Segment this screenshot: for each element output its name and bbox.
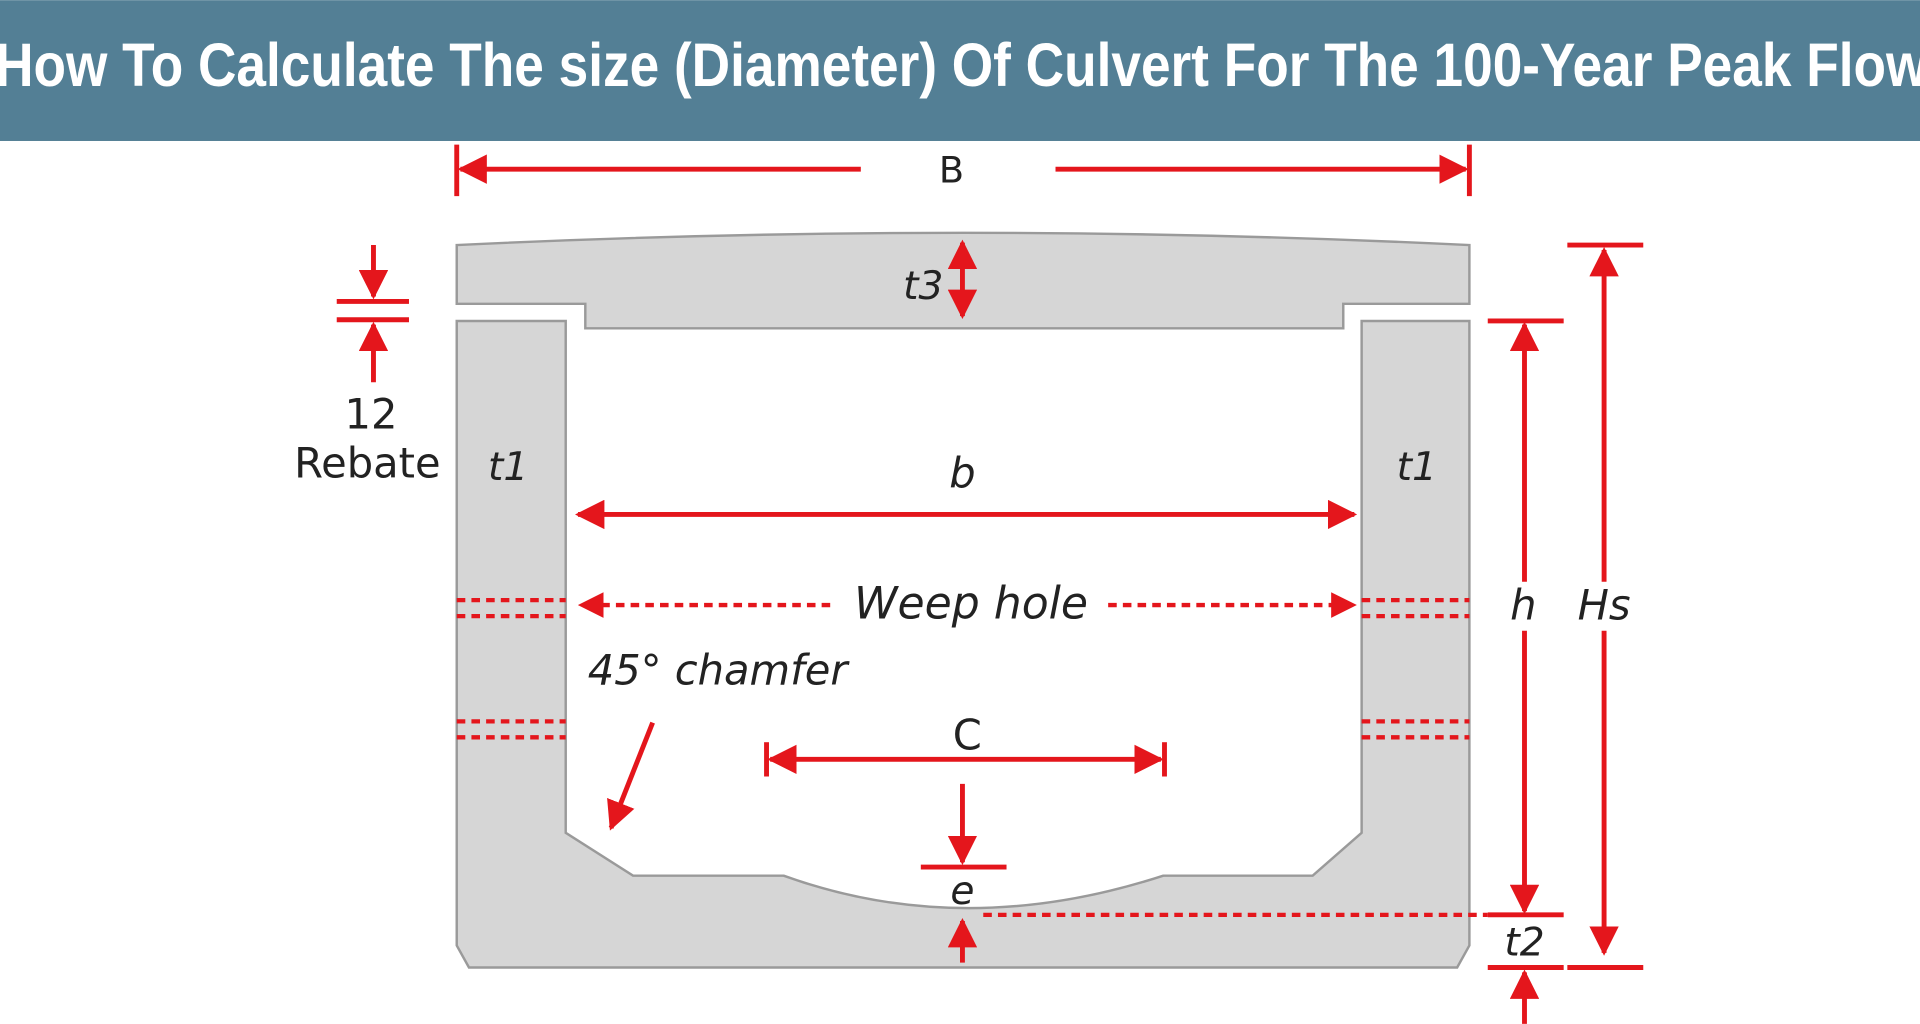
- dimension-B: B: [454, 144, 1472, 197]
- label-t3: t3: [903, 264, 943, 309]
- dimension-t2: t2: [1487, 920, 1564, 1024]
- dimension-Hs: Hs: [1567, 242, 1644, 970]
- label-t2: t2: [1504, 920, 1544, 965]
- weep-holes: Weep hole: [456, 579, 1470, 740]
- dimension-b: b: [575, 449, 1358, 530]
- header-banner: How To Calculate The size (Diameter) Of …: [0, 0, 1920, 141]
- page-title: How To Calculate The size (Diameter) Of …: [0, 31, 1920, 99]
- dimension-rebate: 12 Rebate: [294, 245, 441, 488]
- label-rebate-value: 12: [345, 390, 398, 439]
- dimension-e: e: [920, 783, 1488, 963]
- label-Hs: Hs: [1578, 581, 1631, 630]
- label-e: e: [950, 869, 974, 914]
- label-weep-hole: Weep hole: [854, 579, 1088, 630]
- label-B: B: [939, 149, 964, 192]
- culvert-body: [455, 319, 1471, 969]
- label-C: C: [953, 711, 982, 760]
- dimension-C: C: [764, 711, 1167, 777]
- dimension-h: h: [1487, 318, 1564, 918]
- label-t1-right: t1: [1397, 445, 1437, 490]
- label-rebate: Rebate: [294, 439, 441, 488]
- label-h: h: [1510, 581, 1536, 630]
- label-chamfer: 45° chamfer: [588, 646, 851, 695]
- chamfer-note: 45° chamfer: [588, 646, 851, 831]
- dimension-t3: t3: [903, 239, 978, 320]
- label-t1-left: t1: [488, 445, 528, 490]
- label-b: b: [949, 449, 975, 498]
